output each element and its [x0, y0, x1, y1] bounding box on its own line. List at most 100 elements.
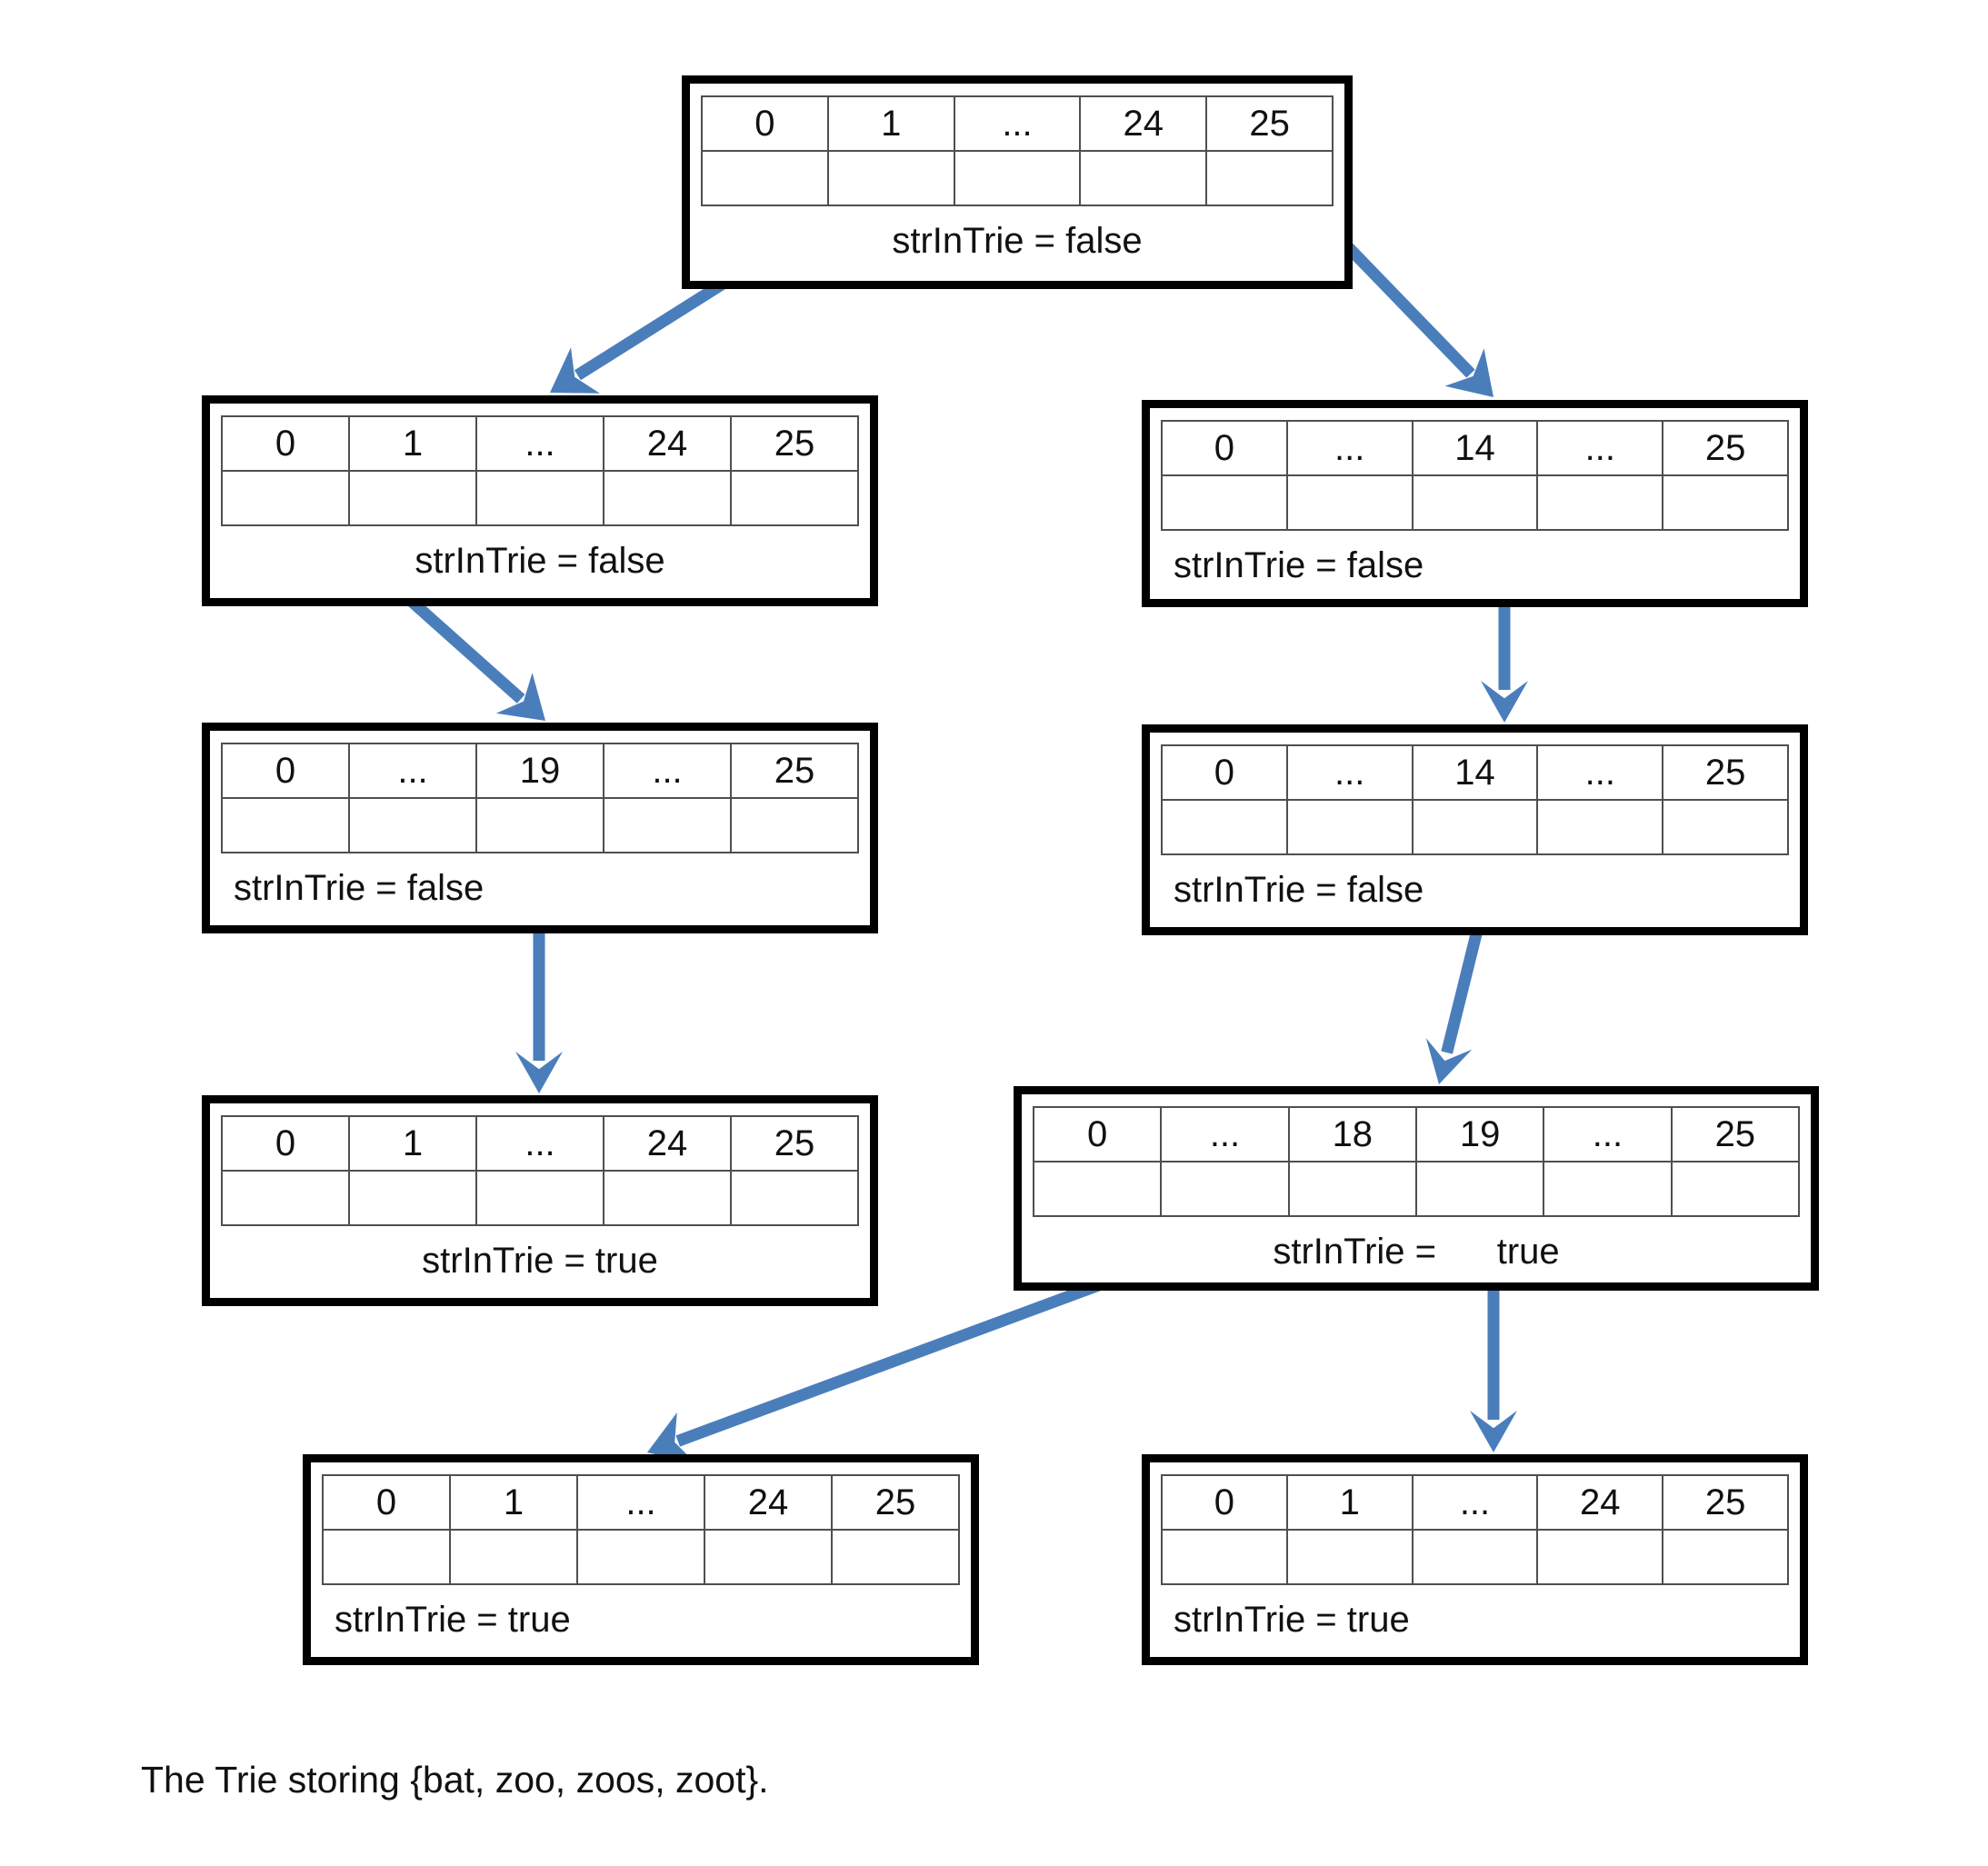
index-cell: ... [953, 95, 1082, 152]
pointer-row [1161, 799, 1789, 855]
pointer-cell [826, 150, 955, 206]
edge-zo-to-zoo-arrowhead [1425, 1038, 1473, 1084]
pointer-cell [1662, 799, 1789, 855]
pointer-cell [1411, 1529, 1539, 1585]
pointer-cell [221, 1170, 350, 1226]
index-cell: ... [1536, 420, 1664, 476]
pointer-row [1161, 474, 1789, 531]
index-row: 0...14...25 [1161, 420, 1789, 476]
index-cell: 25 [1662, 744, 1789, 801]
str-in-trie-flag: strInTrie = false [1174, 870, 1424, 910]
edge-root-to-b-arrowhead [550, 347, 600, 394]
index-cell: 24 [704, 1474, 833, 1531]
str-in-trie-flag: strInTrie = false [415, 541, 665, 581]
index-cell: 25 [730, 415, 859, 472]
index-cell: ... [576, 1474, 705, 1531]
index-cell: 24 [1079, 95, 1208, 152]
index-cell: 19 [475, 743, 604, 799]
pointer-cell [730, 797, 859, 853]
index-cell: 0 [221, 743, 350, 799]
pointer-cell [1161, 1529, 1288, 1585]
str-in-trie-flag: strInTrie = true [422, 1241, 658, 1281]
pointer-cell [1411, 799, 1539, 855]
pointer-cell [348, 797, 477, 853]
pointer-cell [1536, 799, 1664, 855]
index-cell: 0 [701, 95, 829, 152]
index-cell: 0 [1032, 1106, 1163, 1163]
pointer-cell [730, 1170, 859, 1226]
pointer-cell [1161, 799, 1288, 855]
index-cell: ... [1285, 744, 1414, 801]
pointer-cell [603, 470, 732, 526]
pointer-cell [221, 470, 350, 526]
pointer-cell [1287, 1161, 1417, 1217]
index-cell: 14 [1411, 744, 1539, 801]
pointer-row [221, 470, 859, 526]
index-cell: ... [1536, 744, 1664, 801]
pointer-cell [348, 1170, 477, 1226]
index-cell: ... [1160, 1106, 1290, 1163]
pointer-cell [1543, 1161, 1673, 1217]
index-row: 0...14...25 [1161, 744, 1789, 801]
pointer-cell [1160, 1161, 1290, 1217]
index-cell: 1 [348, 1115, 477, 1172]
index-cell: ... [348, 743, 477, 799]
index-row: 0...19...25 [221, 743, 859, 799]
index-cell: ... [475, 1115, 604, 1172]
str-in-trie-flag: strInTrie = true [335, 1600, 571, 1640]
pointer-cell [1536, 1529, 1664, 1585]
index-cell: 25 [1662, 1474, 1789, 1531]
index-cell: 25 [1662, 420, 1789, 476]
pointer-cell [1161, 474, 1288, 531]
index-cell: 25 [1205, 95, 1334, 152]
pointer-cell [1414, 1161, 1545, 1217]
index-cell: 1 [348, 415, 477, 472]
pointer-row [701, 150, 1334, 206]
slot-table: 0...19...25 [221, 743, 859, 853]
index-cell: ... [603, 743, 732, 799]
index-cell: ... [1411, 1474, 1539, 1531]
str-in-trie-flag: strInTrie = false [892, 221, 1143, 261]
pointer-cell [701, 150, 829, 206]
pointer-cell [1285, 1529, 1414, 1585]
slot-table: 0...14...25 [1161, 420, 1789, 531]
index-cell: 25 [730, 1115, 859, 1172]
pointer-cell [730, 470, 859, 526]
pointer-cell [221, 797, 350, 853]
slot-table: 0...14...25 [1161, 744, 1789, 855]
edge-ba-to-bat-arrowhead [515, 1052, 563, 1093]
index-cell: 24 [603, 415, 732, 472]
index-cell: 0 [221, 1115, 350, 1172]
pointer-cell [603, 1170, 732, 1226]
pointer-row [221, 1170, 859, 1226]
index-cell: 14 [1411, 420, 1539, 476]
index-cell: 0 [1161, 744, 1288, 801]
pointer-cell [475, 470, 604, 526]
edge-b-to-ba-arrowhead [495, 673, 545, 721]
index-cell: 0 [1161, 1474, 1288, 1531]
pointer-cell [704, 1529, 833, 1585]
index-cell: 25 [1670, 1106, 1801, 1163]
pointer-row [1032, 1161, 1801, 1217]
pointer-cell [1536, 474, 1664, 531]
index-cell: ... [1285, 420, 1414, 476]
str-in-trie-flag: strInTrie = true [1273, 1232, 1560, 1272]
pointer-cell [1670, 1161, 1801, 1217]
pointer-cell [1662, 1529, 1789, 1585]
pointer-cell [475, 797, 604, 853]
